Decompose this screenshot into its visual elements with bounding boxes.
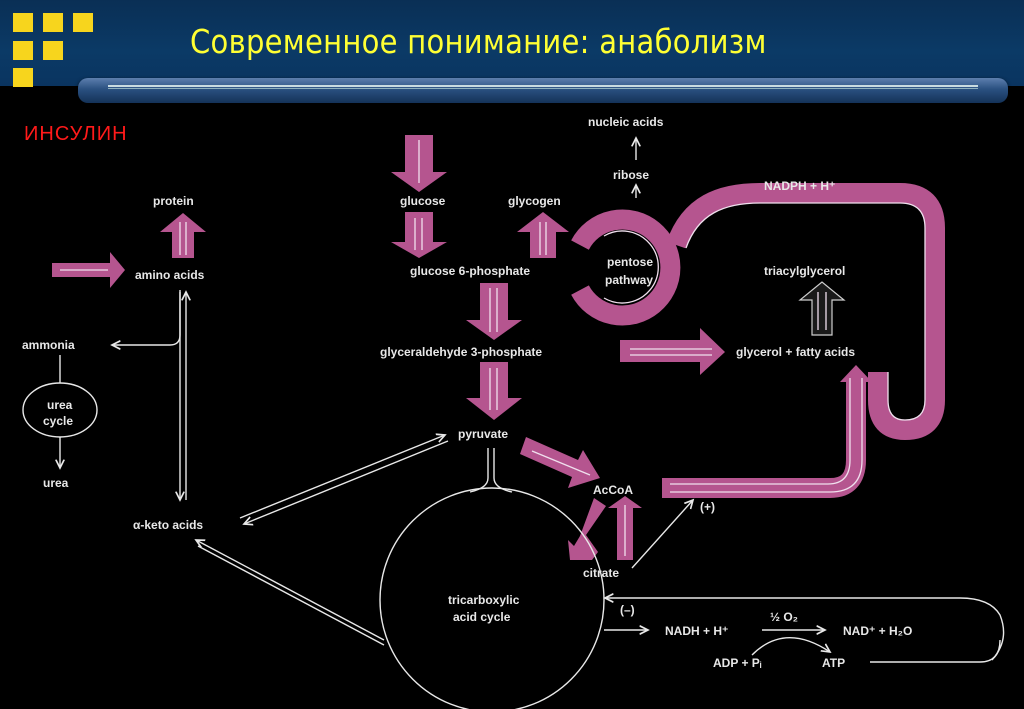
logo-square: [13, 13, 33, 32]
regulation-plus: (+): [700, 500, 715, 514]
g6p-to-ga3p-arrow: [466, 283, 522, 340]
logo-square: [13, 41, 33, 60]
amino-to-protein-arrow: [160, 213, 206, 258]
node-urea: urea: [43, 476, 69, 490]
node-alpha-keto-acids: α-keto acids: [133, 518, 203, 532]
node-atp: ATP: [822, 656, 845, 670]
node-adp-pi: ADP + Pᵢ: [713, 656, 762, 670]
node-pentose-pathway: pathway: [605, 273, 653, 287]
node-pentose-pathway: pentose: [607, 255, 653, 269]
node-citrate: citrate: [583, 566, 619, 580]
ga3p-to-glycerol-arrow: [620, 328, 725, 375]
header-divider-bar: [78, 78, 1008, 103]
logo-square: [43, 13, 63, 32]
ga3p-to-pyruvate-arrow: [466, 362, 522, 420]
node-glycerol-fatty-acids: glycerol + fatty acids: [736, 345, 855, 359]
node-nucleic-acids: nucleic acids: [588, 115, 664, 129]
node-nad-h2o: NAD⁺ + H₂O: [843, 624, 912, 638]
node-triacylglycerol: triacylglycerol: [764, 264, 845, 278]
node-glyceraldehyde-3-phosphate: glyceraldehyde 3-phosphate: [380, 345, 542, 359]
hormone-label: ИНСУЛИН: [24, 123, 128, 145]
node-ammonia: ammonia: [22, 338, 75, 352]
fatty-acids-arrowhead: [840, 365, 872, 382]
node-urea-cycle: urea: [47, 398, 73, 412]
glucose-to-g6p-arrow: [391, 212, 447, 258]
node-ribose: ribose: [613, 168, 649, 182]
node-protein: protein: [153, 194, 194, 208]
node-tca-cycle: acid cycle: [453, 610, 511, 624]
regulation-minus: (–): [620, 603, 635, 617]
slide-title: Современное понимание: анаболизм: [190, 22, 767, 61]
node-nadh: NADH + H⁺: [665, 624, 728, 638]
node-urea-cycle: cycle: [43, 414, 73, 428]
node-nadph: NADPH + H⁺: [764, 179, 835, 193]
node-glycogen: glycogen: [508, 194, 561, 208]
logo-square: [13, 68, 33, 87]
node-half-o2: ½ O₂: [770, 610, 798, 624]
accoa-to-fatty-acids-arrow: [662, 382, 866, 498]
node-pyruvate: pyruvate: [458, 427, 508, 441]
logo-square: [73, 13, 93, 32]
g6p-to-glycogen-arrow: [517, 212, 569, 258]
node-tca-cycle: tricarboxylic: [448, 593, 520, 607]
logo-square: [43, 41, 63, 60]
glycerol-to-triacylglycerol-arrow: [798, 281, 846, 336]
pentose-pathway-loop: [571, 209, 681, 326]
divider-line: [108, 88, 978, 89]
divider-line: [108, 85, 978, 87]
node-accoa: AcCoA: [593, 483, 633, 497]
node-amino-acids: amino acids: [135, 268, 205, 282]
slide-header: Современное понимание: анаболизм: [0, 0, 1024, 87]
accoa-to-citrate-arrow: [568, 498, 606, 560]
node-glucose-6-phosphate: glucose 6-phosphate: [410, 264, 530, 278]
nadph-loop: [666, 183, 945, 441]
node-glucose: glucose: [400, 194, 446, 208]
